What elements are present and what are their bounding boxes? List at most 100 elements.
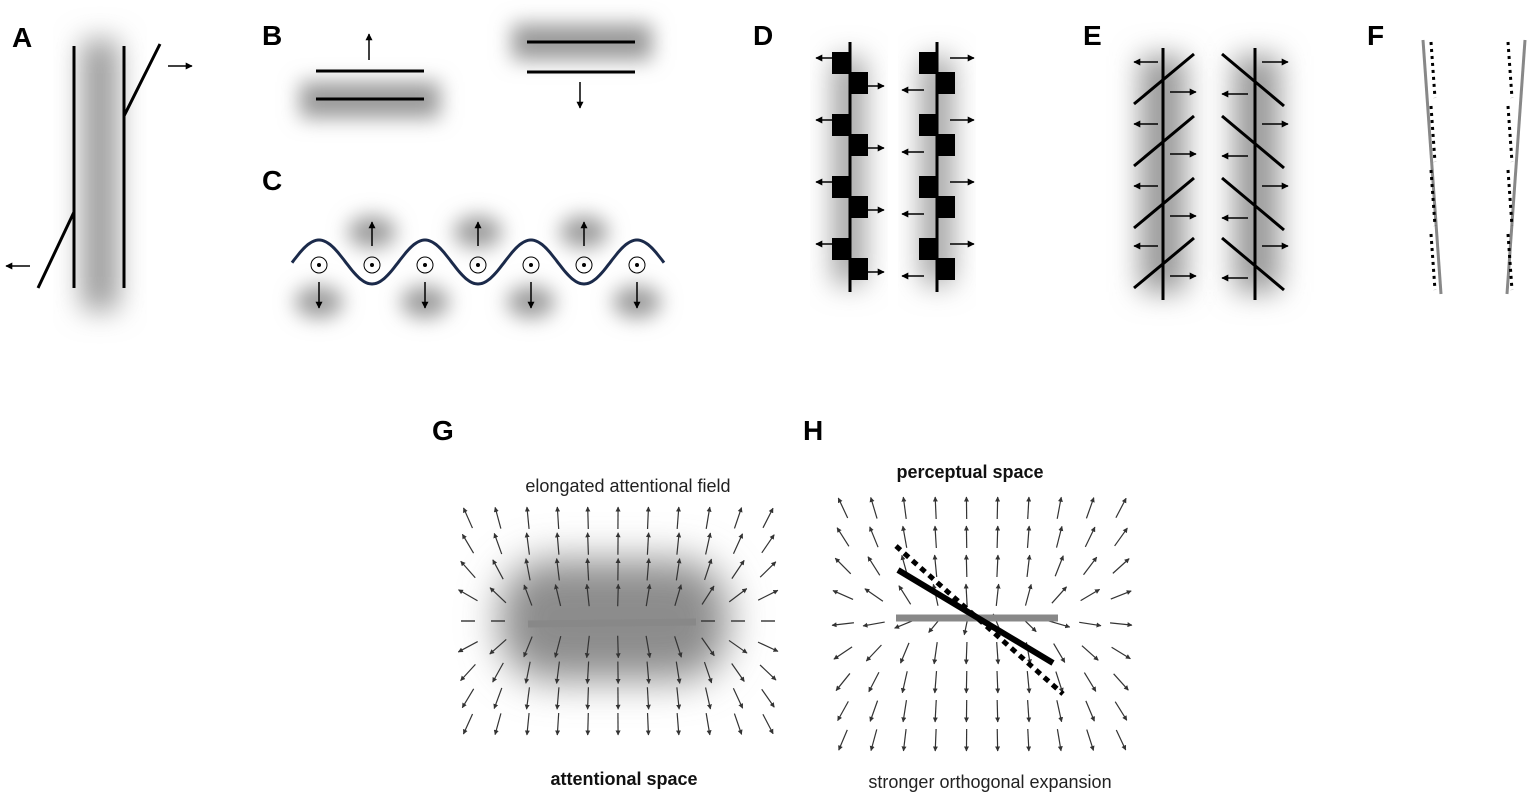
field-arrow bbox=[932, 699, 938, 723]
field-arrow bbox=[1110, 590, 1132, 600]
field-arrow bbox=[862, 621, 885, 628]
field-arrow bbox=[1024, 583, 1033, 606]
field-arrow bbox=[831, 622, 854, 628]
field-arrow bbox=[489, 587, 507, 604]
field-arrow bbox=[492, 559, 504, 580]
field-arrow bbox=[1079, 621, 1102, 628]
field-arrow bbox=[645, 532, 651, 555]
field-arrow bbox=[932, 728, 938, 752]
square-left-lower bbox=[850, 134, 868, 156]
field-arrow bbox=[864, 588, 884, 602]
panel-a: A bbox=[5, 22, 193, 310]
panel-g-top-caption: elongated attentional field bbox=[525, 476, 730, 496]
square-wave-columns bbox=[815, 42, 975, 292]
panel-c: C bbox=[262, 165, 666, 318]
field-arrow bbox=[524, 558, 531, 581]
oblique-hatch-right bbox=[1221, 236, 1285, 292]
field-arrow bbox=[733, 507, 743, 529]
field-arrow bbox=[489, 639, 507, 655]
field-arrow bbox=[837, 497, 849, 519]
field-arrow bbox=[899, 642, 910, 664]
field-arrow bbox=[867, 556, 881, 576]
square-right-lower bbox=[937, 72, 955, 94]
field-arrow bbox=[1026, 554, 1032, 577]
field-arrow bbox=[675, 558, 682, 581]
field-arrow bbox=[524, 506, 530, 530]
field-arrow bbox=[901, 729, 907, 752]
panel-h-bottom-caption: stronger orthogonal expansion bbox=[868, 772, 1111, 792]
panel-b: B bbox=[262, 20, 652, 118]
out-of-plane-dot bbox=[423, 263, 427, 267]
field-arrow bbox=[869, 700, 879, 722]
square-left-lower bbox=[850, 72, 868, 94]
field-arrow bbox=[701, 585, 715, 605]
field-arrow bbox=[676, 712, 681, 736]
field-arrow bbox=[995, 641, 1001, 665]
field-arrow bbox=[759, 664, 777, 681]
square-right-upper bbox=[919, 52, 937, 74]
field-arrow bbox=[1081, 645, 1099, 661]
field-arrow bbox=[901, 700, 908, 723]
field-arrow bbox=[1026, 670, 1032, 694]
field-arrow bbox=[868, 671, 880, 693]
field-arrow bbox=[1056, 729, 1063, 752]
square-right-upper bbox=[919, 176, 937, 198]
field-arrow bbox=[1056, 700, 1064, 723]
dotted-segment-right bbox=[1506, 41, 1514, 99]
field-arrow bbox=[963, 641, 969, 665]
field-arrow bbox=[645, 506, 651, 530]
panel-g-label: G bbox=[432, 415, 454, 446]
field-arrow bbox=[524, 532, 531, 555]
field-arrow bbox=[1085, 700, 1095, 722]
field-arrow bbox=[458, 589, 478, 602]
field-arrow bbox=[1056, 496, 1063, 519]
zollner-columns bbox=[1133, 48, 1289, 300]
panel-g-bottom-caption: attentional space bbox=[550, 769, 697, 789]
field-arrow bbox=[554, 661, 560, 684]
tilted-line-left bbox=[1421, 39, 1443, 295]
field-arrow bbox=[585, 532, 591, 555]
field-arrow bbox=[1086, 729, 1095, 751]
panel-g: G elongated attentional field attentiona… bbox=[432, 415, 779, 789]
field-arrow bbox=[901, 525, 908, 548]
field-arrow bbox=[645, 712, 651, 736]
field-arrow bbox=[832, 589, 854, 601]
field-arrow bbox=[932, 496, 938, 520]
field-arrow bbox=[963, 583, 969, 607]
panel-h-top-caption: perceptual space bbox=[896, 462, 1043, 482]
field-arrow bbox=[645, 583, 652, 607]
field-arrow bbox=[674, 584, 683, 606]
field-arrow bbox=[646, 661, 652, 684]
field-arrow bbox=[462, 507, 474, 529]
field-arrow bbox=[995, 699, 1001, 723]
dotted-segment-left bbox=[1429, 169, 1437, 227]
tilted-segment-dotted bbox=[894, 544, 1065, 696]
field-arrow bbox=[493, 687, 503, 710]
dotted-segment-left bbox=[1429, 41, 1437, 99]
attention-blur bbox=[82, 40, 118, 310]
field-arrow bbox=[705, 506, 712, 529]
field-arrow bbox=[1026, 699, 1032, 723]
dotted-segment-left bbox=[1429, 233, 1437, 291]
field-arrow bbox=[460, 663, 476, 682]
field-arrow bbox=[615, 635, 621, 659]
field-arrow bbox=[523, 584, 533, 606]
field-arrow bbox=[901, 496, 907, 519]
field-arrow bbox=[585, 558, 591, 581]
dotted-segment-right bbox=[1506, 233, 1514, 291]
field-arrow bbox=[728, 639, 748, 654]
field-arrow bbox=[762, 507, 774, 529]
field-arrow bbox=[963, 554, 969, 578]
out-of-plane-circle-marker bbox=[469, 256, 487, 274]
field-arrow bbox=[834, 557, 852, 575]
oblique-hatch-left bbox=[1133, 176, 1195, 230]
square-left-upper bbox=[832, 176, 850, 198]
square-right-lower bbox=[937, 134, 955, 156]
field-arrow bbox=[645, 687, 651, 710]
field-arrow bbox=[833, 646, 853, 660]
field-arrow bbox=[1051, 586, 1067, 604]
field-arrow bbox=[759, 561, 777, 578]
dotted-segment-right bbox=[1506, 169, 1514, 227]
field-arrow bbox=[676, 532, 682, 555]
